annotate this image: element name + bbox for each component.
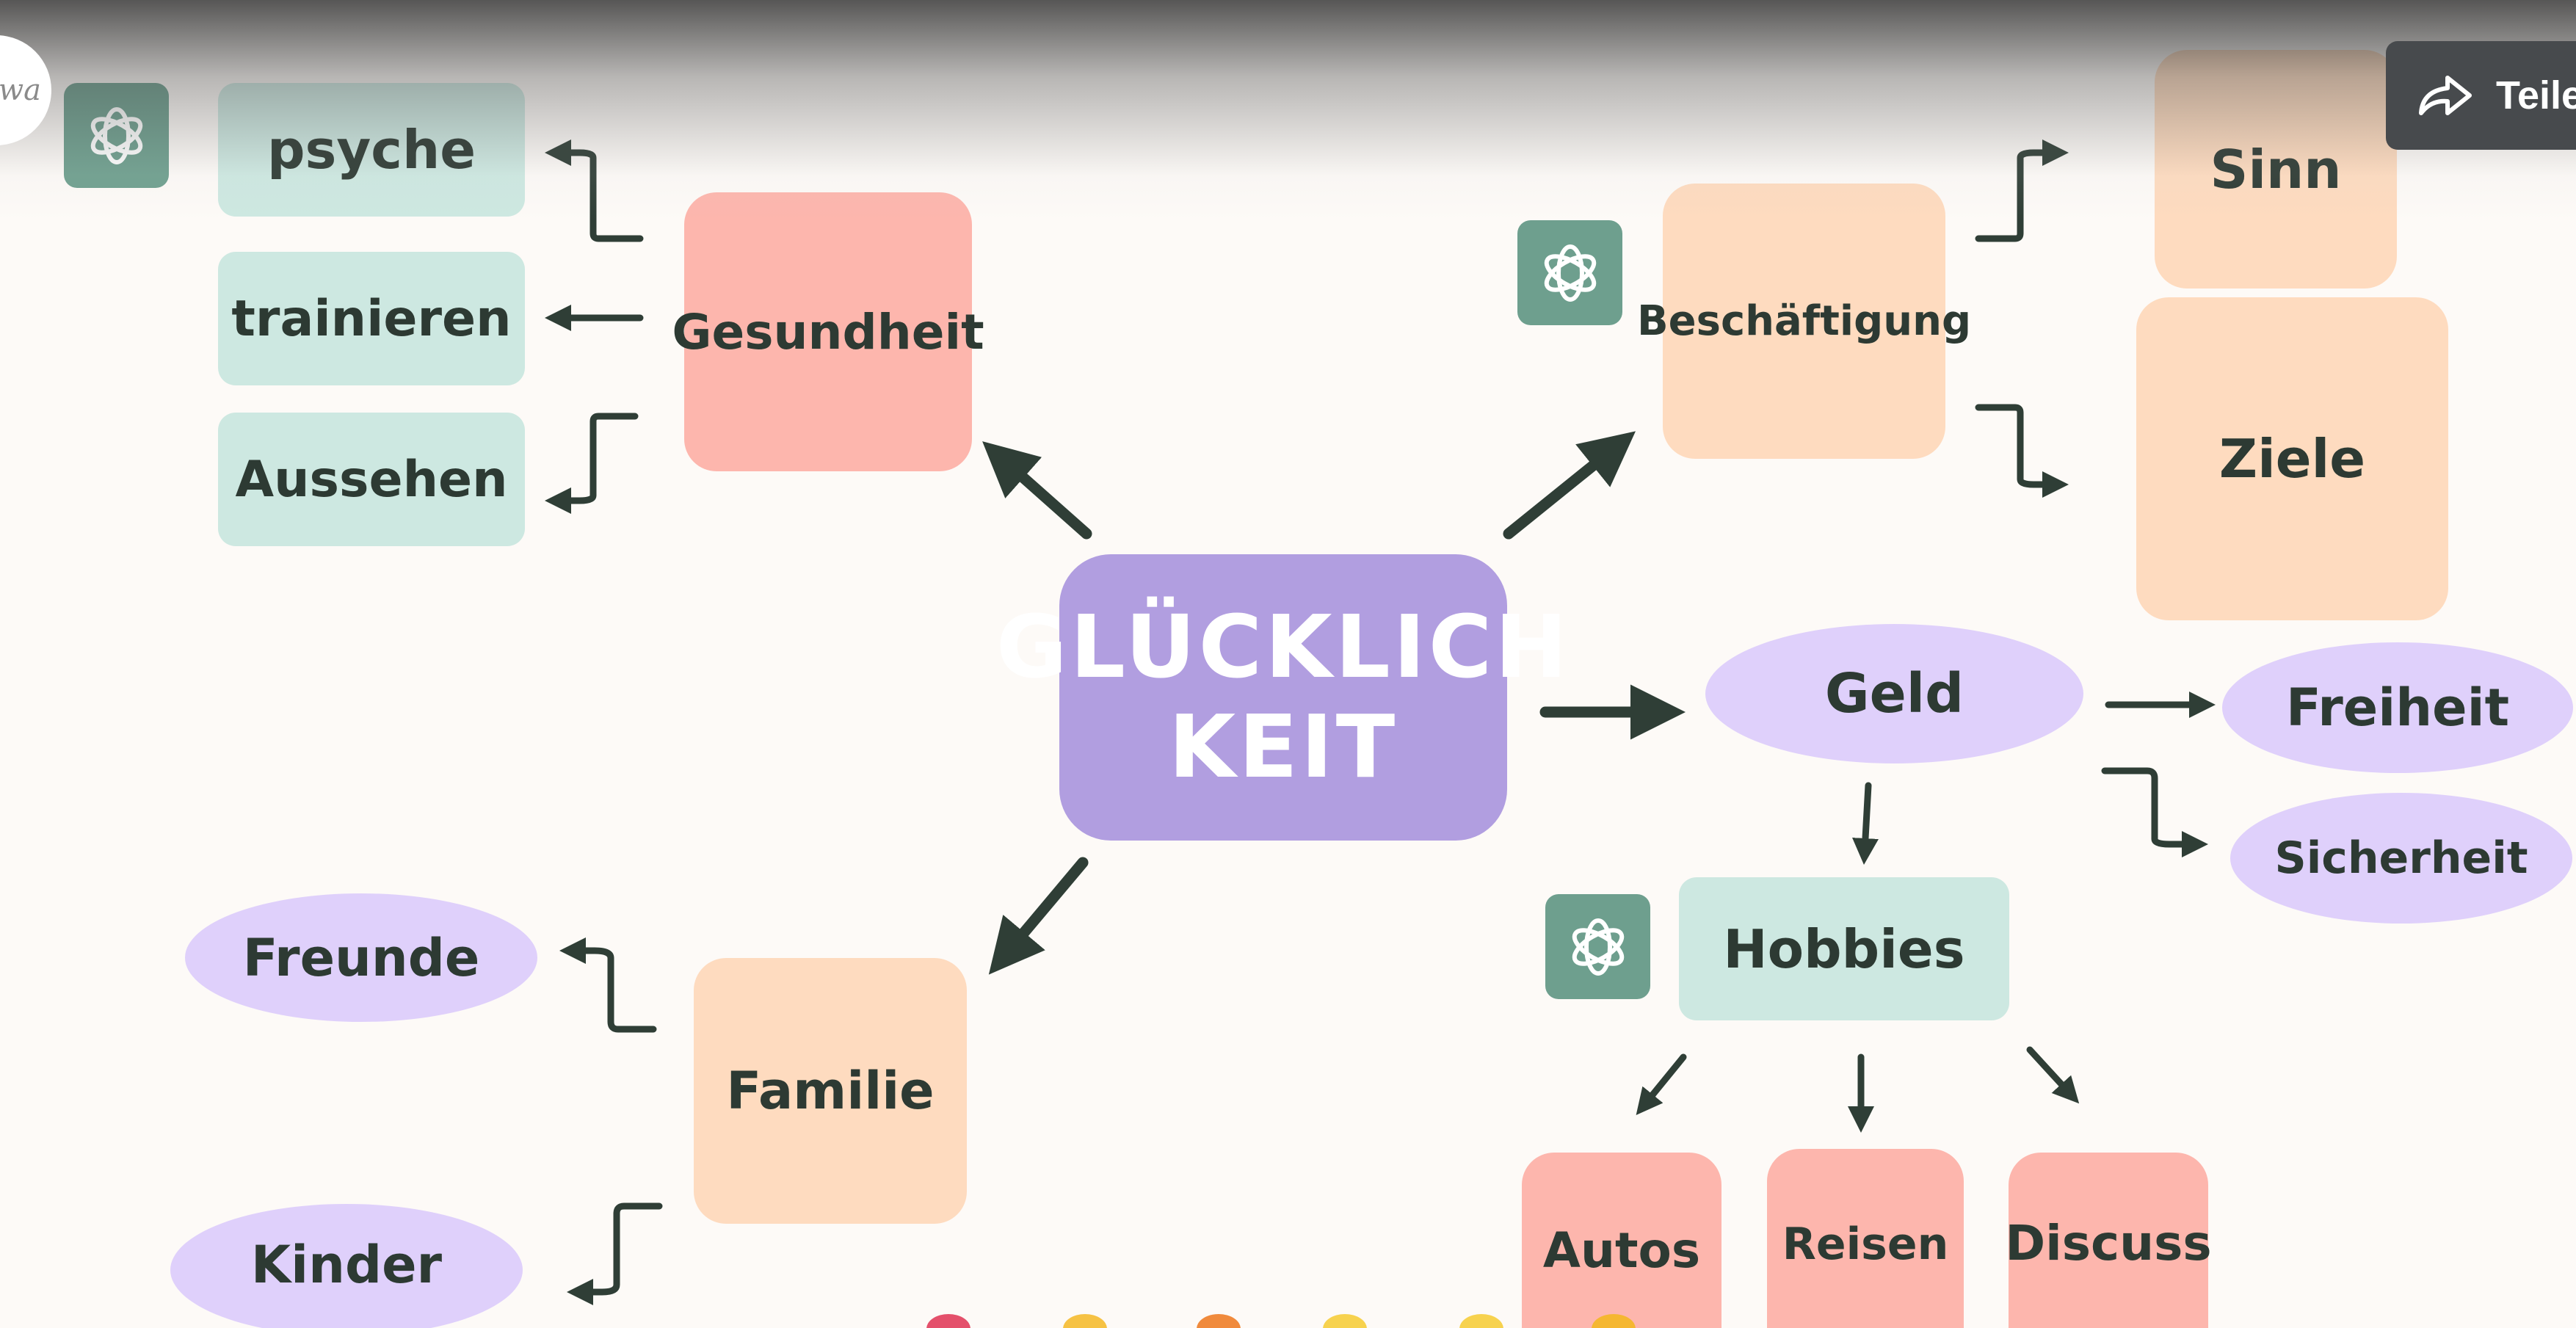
reaction-icon[interactable] bbox=[1063, 1314, 1107, 1328]
arrow-gesundheit-psyche bbox=[545, 139, 644, 242]
arrow-hobbies-autos bbox=[1636, 1053, 1687, 1115]
node-sicherheit-label: Sicherheit bbox=[2274, 832, 2528, 884]
reaction-icon[interactable] bbox=[1197, 1314, 1241, 1328]
chatgpt-logo-icon bbox=[1517, 220, 1622, 325]
node-beschaeftigung-label: Beschäftigung bbox=[1636, 297, 1972, 345]
node-autos-label: Autos bbox=[1542, 1222, 1701, 1279]
chatgpt-logo-icon bbox=[1545, 894, 1650, 999]
node-discuss[interactable]: Discuss bbox=[2005, 1153, 2212, 1328]
share-button[interactable]: Teile bbox=[2386, 41, 2576, 150]
node-sinn[interactable]: Sinn bbox=[2155, 50, 2397, 289]
chatgpt-logo-icon bbox=[64, 83, 169, 188]
node-gesundheit-label: Gesundheit bbox=[672, 303, 984, 360]
arrow-beschaeftigung-sinn bbox=[1975, 139, 2069, 242]
node-hobbies-label: Hobbies bbox=[1723, 918, 1965, 980]
channel-avatar-text: wa bbox=[0, 73, 41, 107]
node-geld-label: Geld bbox=[1824, 662, 1964, 725]
node-kinder[interactable]: Kinder bbox=[170, 1204, 523, 1328]
node-psyche[interactable]: psyche bbox=[218, 83, 525, 217]
arrow-center-beschaeftigung bbox=[1503, 431, 1636, 540]
arrow-beschaeftigung-ziele bbox=[1975, 404, 2069, 498]
node-trainieren[interactable]: trainieren bbox=[218, 252, 525, 385]
node-autos[interactable]: Autos bbox=[1522, 1153, 1721, 1328]
node-freunde-label: Freunde bbox=[242, 927, 480, 988]
central-node[interactable]: GLÜCKLICH KEIT bbox=[996, 554, 1567, 841]
central-node-line1: GLÜCKLICH bbox=[995, 596, 1571, 698]
chatgpt-logo-icon bbox=[1544, 244, 1596, 302]
node-beschaeftigung[interactable]: Beschäftigung bbox=[1637, 184, 1971, 459]
arrow-geld-hobbies bbox=[1852, 782, 1879, 865]
central-node-line2: KEIT bbox=[1168, 696, 1398, 797]
reaction-icon[interactable] bbox=[1592, 1314, 1636, 1328]
reaction-icon[interactable] bbox=[1323, 1314, 1367, 1328]
arrow-familie-kinder bbox=[567, 1202, 663, 1305]
node-aussehen-label: Aussehen bbox=[235, 450, 508, 509]
node-ziele[interactable]: Ziele bbox=[2136, 297, 2448, 620]
node-kinder-label: Kinder bbox=[250, 1235, 443, 1295]
node-reisen-label: Reisen bbox=[1782, 1219, 1949, 1270]
node-trainieren-label: trainieren bbox=[231, 289, 512, 348]
node-freiheit-label: Freiheit bbox=[2285, 678, 2510, 738]
reaction-icon[interactable] bbox=[926, 1314, 970, 1328]
arrow-hobbies-discuss bbox=[2026, 1046, 2080, 1104]
reaction-icon[interactable] bbox=[1459, 1314, 1503, 1328]
node-sinn-label: Sinn bbox=[2210, 138, 2342, 200]
node-sicherheit[interactable]: Sicherheit bbox=[2230, 793, 2572, 924]
node-discuss-label: Discuss bbox=[2005, 1215, 2212, 1271]
node-psyche-label: psyche bbox=[266, 119, 476, 181]
node-ziele-label: Ziele bbox=[2218, 428, 2366, 490]
node-geld[interactable]: Geld bbox=[1705, 624, 2083, 763]
node-familie[interactable]: Familie bbox=[694, 958, 967, 1224]
share-arrow-icon bbox=[2419, 76, 2472, 115]
arrow-center-familie bbox=[988, 857, 1089, 975]
arrow-center-gesundheit bbox=[982, 441, 1092, 540]
node-freunde[interactable]: Freunde bbox=[185, 893, 537, 1022]
node-gesundheit[interactable]: Gesundheit bbox=[672, 192, 984, 471]
chatgpt-logo-icon bbox=[90, 106, 142, 164]
node-aussehen[interactable]: Aussehen bbox=[218, 413, 525, 546]
share-button-label: Teile bbox=[2496, 73, 2576, 117]
node-hobbies[interactable]: Hobbies bbox=[1679, 877, 2009, 1020]
chatgpt-logo-icon bbox=[1572, 918, 1624, 976]
arrow-familie-freunde bbox=[559, 937, 657, 1033]
arrow-geld-sicherheit bbox=[2101, 767, 2208, 857]
node-familie-label: Familie bbox=[726, 1061, 935, 1121]
node-freiheit[interactable]: Freiheit bbox=[2222, 642, 2573, 773]
node-reisen[interactable]: Reisen bbox=[1767, 1149, 1964, 1328]
arrow-gesundheit-aussehen bbox=[545, 413, 639, 514]
